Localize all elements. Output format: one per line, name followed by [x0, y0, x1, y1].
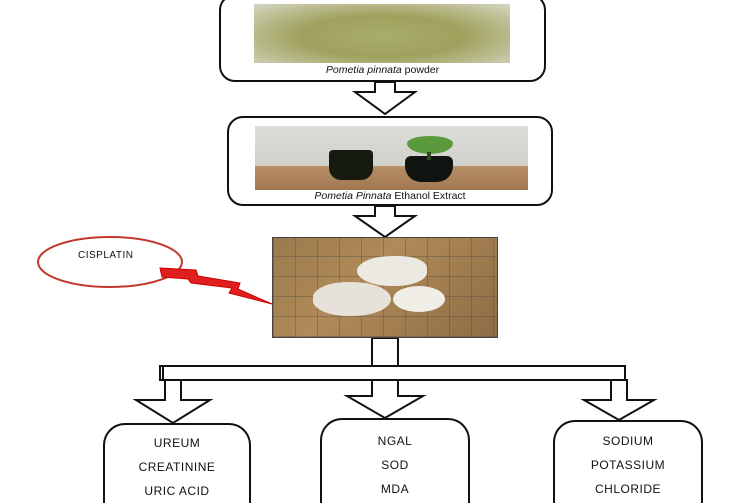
measure-chloride: CHLORIDE	[594, 482, 661, 496]
powder-box: Pometia pinnata powder	[219, 0, 546, 82]
extract-caption: Pometia Pinnata Ethanol Extract	[229, 190, 551, 202]
rat-1	[357, 256, 427, 286]
measure-box-electrolytes: SODIUM POTASSIUM CHLORIDE	[553, 420, 703, 503]
powder-caption-species: Pometia pinnata	[325, 64, 402, 76]
rat-2	[313, 282, 391, 316]
rat-3	[393, 286, 445, 312]
powder-photo	[254, 4, 510, 63]
extract-caption-species: Pometia Pinnata	[314, 190, 392, 202]
measure-ureum: UREUM	[153, 436, 201, 450]
rats-photo	[272, 237, 498, 338]
measure-ngal: NGAL	[377, 434, 413, 448]
arrow-down-2	[351, 205, 419, 239]
measure-uric-acid: URIC ACID	[144, 484, 210, 498]
extract-box: Pometia Pinnata Ethanol Extract	[227, 116, 553, 206]
measure-sodium: SODIUM	[602, 434, 654, 448]
lightning-icon	[159, 267, 273, 305]
powder-caption: Pometia pinnata powder	[221, 64, 544, 76]
cisplatin-ellipse	[37, 236, 183, 288]
extract-caption-rest: Ethanol Extract	[391, 190, 466, 202]
flask-icon	[405, 156, 453, 182]
powder-caption-rest: powder	[401, 64, 440, 76]
cisplatin-label: CISPLATIN	[78, 250, 134, 261]
measure-box-renal-function: UREUM CREATININE URIC ACID	[103, 423, 251, 503]
measure-creatinine: CREATININE	[138, 460, 216, 474]
arrow-down-left	[132, 366, 214, 425]
arrow-down-1	[351, 81, 419, 116]
measure-sod: SOD	[381, 458, 409, 472]
funnel-icon	[407, 136, 453, 154]
branch-stem	[371, 337, 399, 369]
branch-bar	[159, 365, 626, 381]
beaker-icon	[329, 150, 373, 180]
funnel-stem	[427, 152, 431, 160]
arrow-down-middle	[343, 379, 427, 420]
measure-mda: MDA	[380, 482, 410, 496]
extract-photo	[255, 126, 528, 190]
measure-box-biomarkers: NGAL SOD MDA	[320, 418, 470, 503]
measure-potassium: POTASSIUM	[590, 458, 666, 472]
arrow-down-right	[580, 379, 658, 422]
